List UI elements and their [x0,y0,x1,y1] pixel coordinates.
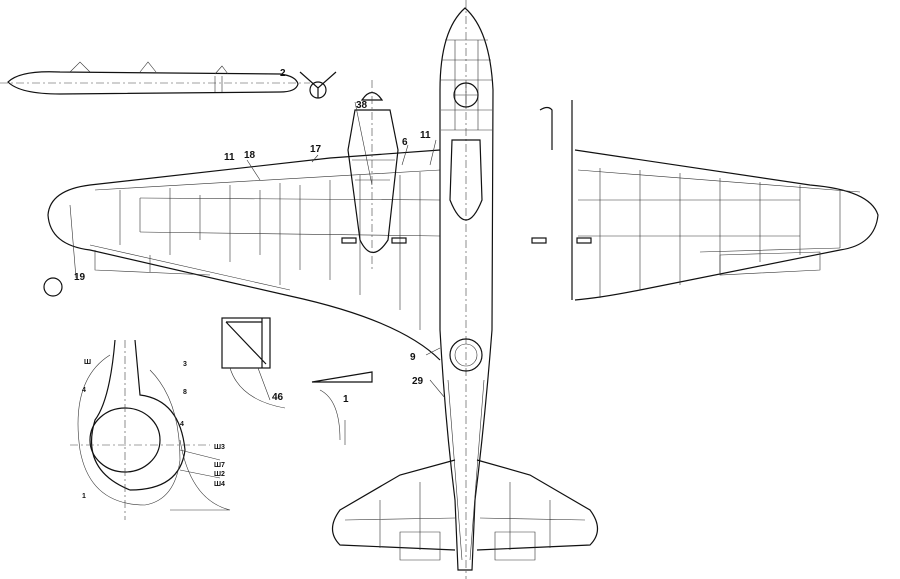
section-label: Ш2 [214,471,225,478]
callout-1: 1 [343,394,349,405]
left-wing [47,149,441,361]
callout-29: 29 [412,376,424,387]
callout-46: 46 [272,392,284,403]
callout-38: 38 [356,100,368,111]
section-label: 4 [82,387,86,394]
callout-18: 18 [244,150,256,161]
horizontal-tail [331,459,599,561]
engine-nacelle [341,80,592,270]
section-label: 3 [183,361,187,368]
section-label: 1 [82,493,86,500]
section-label: Ш3 [214,444,225,451]
side-view [0,61,337,99]
section-label: 8 [183,389,187,396]
callout-2: 2 [280,68,286,79]
cross-section-detail: Ш 4 3 8 4 Ш3 Ш7 Ш2 Ш4 1 [70,339,231,520]
callout-17: 17 [310,144,322,155]
callout-9: 9 [410,352,416,363]
detail-1 [311,371,373,445]
callout-11: 11 [224,152,235,163]
section-label: Ш4 [214,481,225,488]
section-label: Ш [84,359,91,366]
detail-46 [221,317,286,409]
section-label: 4 [180,421,184,428]
section-label: Ш7 [214,462,225,469]
callout-6: 6 [402,137,408,148]
right-wing [539,100,879,301]
fuselage [439,0,494,579]
callout-19: 19 [74,272,86,283]
detail-circle [43,277,63,297]
callout-11: 11 [420,130,431,141]
